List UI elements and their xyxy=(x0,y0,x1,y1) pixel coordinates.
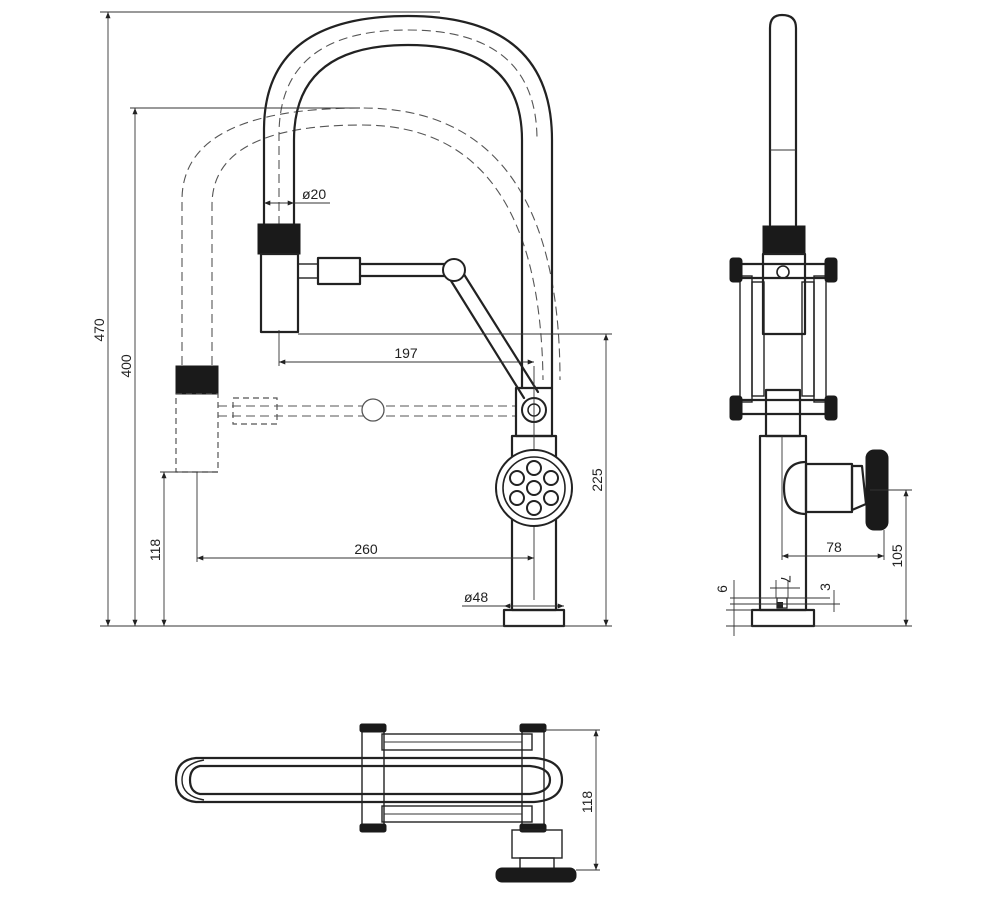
spray-head xyxy=(257,223,362,334)
top-view: 118 xyxy=(174,723,600,883)
dim-470-label: 470 xyxy=(91,318,107,342)
front-dimensions xyxy=(100,11,612,627)
dim-78-label: 78 xyxy=(826,539,842,555)
pulled-spout-ghost xyxy=(175,107,561,473)
side-view: 78 105 6 7 3 xyxy=(714,13,912,636)
dim-top-118-label: 118 xyxy=(579,791,595,814)
dim-hose-diameter-label: ø20 xyxy=(302,186,326,202)
spout-arc xyxy=(262,14,554,390)
dim-400-label: 400 xyxy=(118,354,134,378)
dim-118-label: 118 xyxy=(147,539,163,562)
dim-6-label: 6 xyxy=(714,585,730,593)
dim-225-label: 225 xyxy=(589,468,605,492)
dim-base-diameter-label: ø48 xyxy=(464,589,488,605)
dim-105-label: 105 xyxy=(889,544,905,568)
dim-3-label: 3 xyxy=(817,583,833,591)
front-view: 470 400 118 197 225 260 ø20 ø48 xyxy=(91,11,612,628)
arm xyxy=(358,258,540,400)
dim-260-label: 260 xyxy=(354,541,378,557)
dim-197-label: 197 xyxy=(394,345,418,361)
dim-7-label: 7 xyxy=(778,575,794,583)
